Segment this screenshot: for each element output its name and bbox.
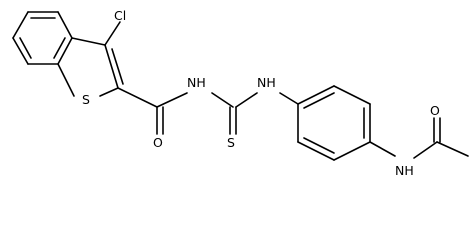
c-cl-bond bbox=[104, 21, 121, 46]
molecule-diagram: Cl S O NH S NH O NH bbox=[12, 8, 469, 178]
phenylene-ring bbox=[297, 85, 371, 161]
atom-s-thio: S bbox=[227, 135, 235, 150]
atom-nh-acetamide: NH bbox=[395, 163, 414, 178]
thiourea-group bbox=[211, 92, 299, 135]
thiophene-ring bbox=[57, 37, 124, 97]
atom-o-amide: O bbox=[153, 135, 163, 150]
benzene-ring bbox=[12, 11, 73, 65]
atom-o-acetyl: O bbox=[430, 103, 440, 118]
atom-s-ring: S bbox=[82, 92, 90, 107]
atom-nh-thiourea: NH bbox=[257, 75, 276, 90]
amide-group bbox=[117, 87, 188, 135]
acetamide-group bbox=[369, 117, 469, 159]
atom-nh-amide: NH bbox=[187, 75, 206, 90]
atom-cl: Cl bbox=[114, 8, 126, 23]
